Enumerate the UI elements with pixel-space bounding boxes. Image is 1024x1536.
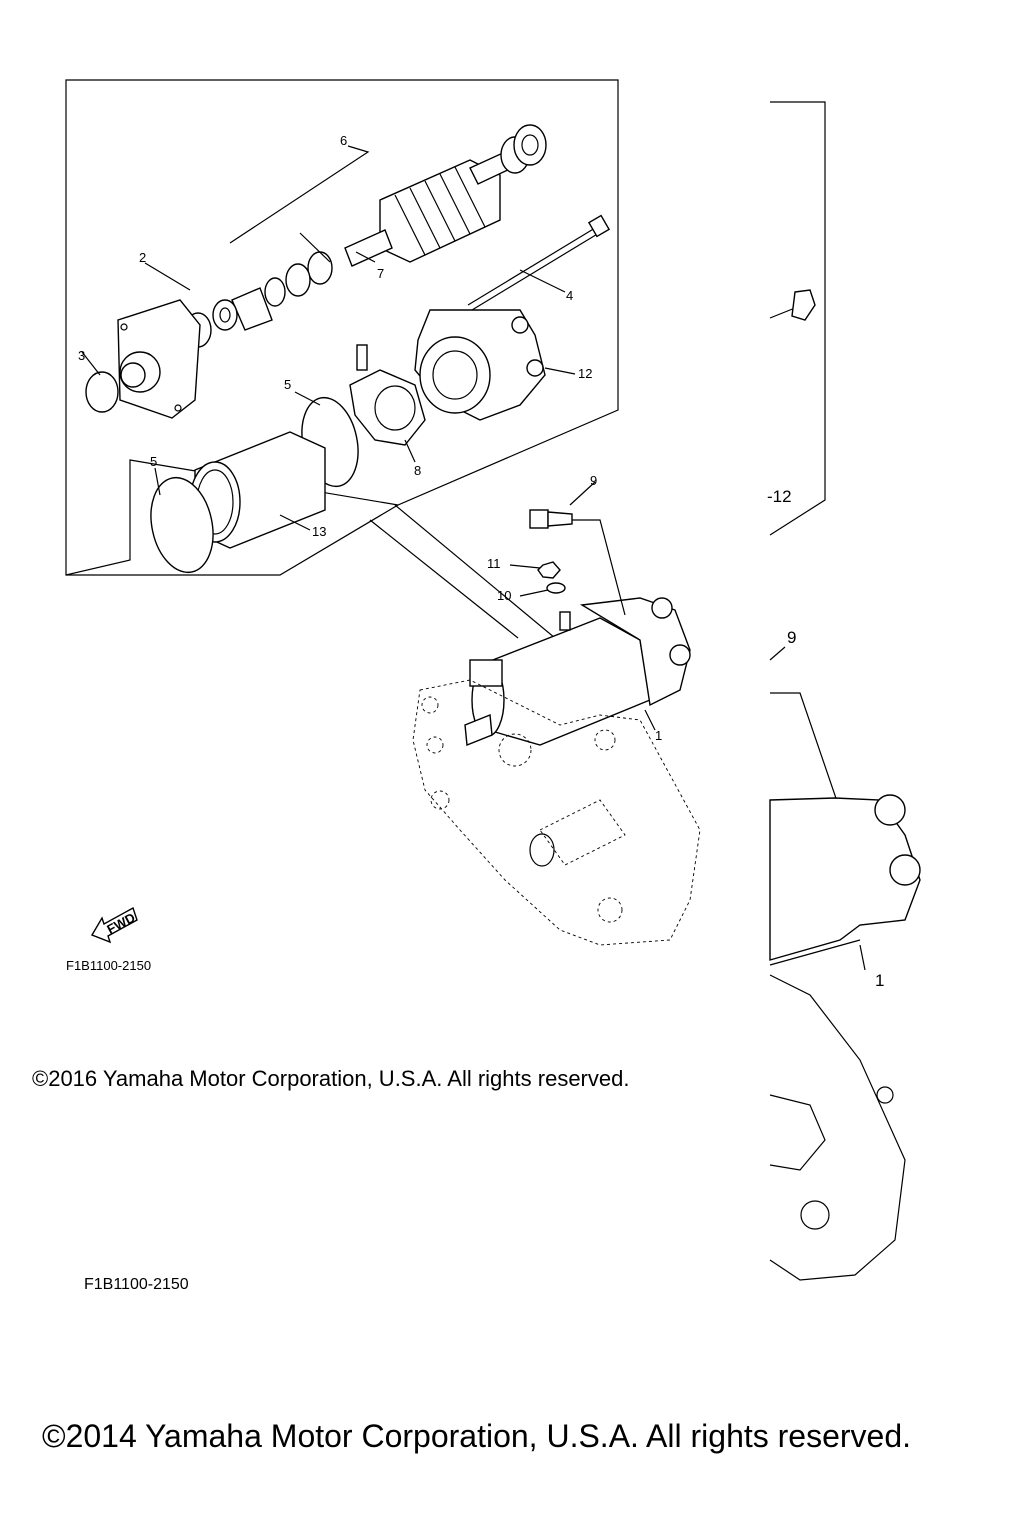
rear-cover-part xyxy=(414,309,546,421)
front-cover-part xyxy=(117,299,201,419)
callout-1: 1 xyxy=(655,728,662,743)
washer-part xyxy=(513,124,547,166)
through-bolt-part xyxy=(467,214,611,311)
callout-2: 2 xyxy=(139,250,146,265)
right-callout-12: -12 xyxy=(767,487,792,506)
diagram-code-secondary: F1B1100-2150 xyxy=(84,1276,189,1293)
lock-washer-part xyxy=(546,582,566,594)
nut-part xyxy=(537,561,561,579)
callout-5-lower: 5 xyxy=(150,454,157,469)
right-bolt-part xyxy=(791,289,816,321)
right-frame xyxy=(769,101,826,536)
callout-10: 10 xyxy=(497,588,511,603)
brush-plate-part xyxy=(231,287,273,331)
leader-to-assembly xyxy=(369,504,556,639)
callout-5-upper: 5 xyxy=(284,377,291,392)
washer-part xyxy=(307,251,333,285)
right-starter-motor-assembly xyxy=(769,794,921,966)
right-callout-9: 9 xyxy=(787,628,796,647)
starter-motor-assembly xyxy=(464,597,691,746)
armature-part xyxy=(344,151,513,267)
washer-part xyxy=(264,277,286,307)
washer-part xyxy=(212,299,238,331)
callout-6: 6 xyxy=(340,133,347,148)
bolt-part xyxy=(529,509,573,529)
right-crankcase-outline xyxy=(769,974,906,1281)
copyright-2014: ©2014 Yamaha Motor Corporation, U.S.A. A… xyxy=(42,1418,912,1454)
crankcase-outline xyxy=(412,679,701,946)
brush-holder-part xyxy=(349,344,426,446)
callout-9: 9 xyxy=(590,473,597,488)
o-ring-part xyxy=(150,476,214,574)
o-ring-part xyxy=(85,371,119,413)
callout-12: 12 xyxy=(578,366,592,381)
callout-3: 3 xyxy=(78,348,85,363)
callout-4: 4 xyxy=(566,288,573,303)
callout-11: 11 xyxy=(487,556,501,571)
callout-8: 8 xyxy=(414,463,421,478)
copyright-2016: ©2016 Yamaha Motor Corporation, U.S.A. A… xyxy=(32,1066,630,1091)
right-callout-1: 1 xyxy=(875,971,884,990)
callout-13: 13 xyxy=(312,524,326,539)
fwd-label: FWD xyxy=(104,910,137,937)
callout-7: 7 xyxy=(377,266,384,281)
washer-part xyxy=(285,263,311,297)
diagram-code-primary: F1B1100-2150 xyxy=(66,958,152,973)
fwd-arrow-icon: FWD xyxy=(90,906,138,944)
